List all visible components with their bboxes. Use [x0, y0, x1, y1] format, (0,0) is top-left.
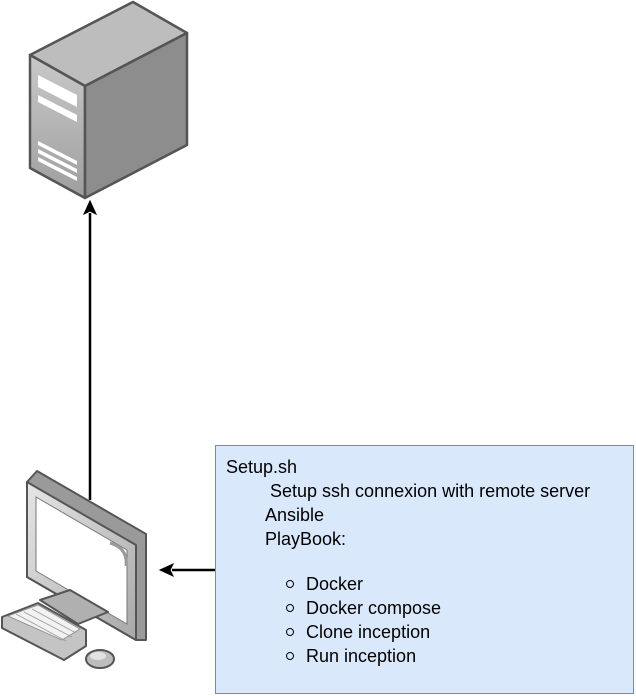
list-item: Clone inception [286, 620, 441, 644]
note-line-ssh: Setup ssh connexion with remote server [270, 481, 591, 501]
edge-note-to-workstation [158, 562, 215, 578]
server-tower-icon [28, 0, 189, 200]
list-item: Run inception [286, 644, 441, 668]
note-line-ansible: Ansible [265, 505, 325, 525]
list-item: Docker [286, 572, 441, 596]
list-item: Docker compose [286, 596, 441, 620]
playbook-task-list: Docker Docker compose Clone inception Ru… [286, 572, 441, 668]
desktop-computer-icon [1, 470, 147, 669]
note-line-playbook: PlayBook: [265, 529, 347, 549]
setup-note-box: Setup.sh Setup ssh connexion with remote… [215, 445, 634, 694]
edge-workstation-to-server [82, 199, 98, 500]
note-title: Setup.sh [226, 457, 298, 477]
